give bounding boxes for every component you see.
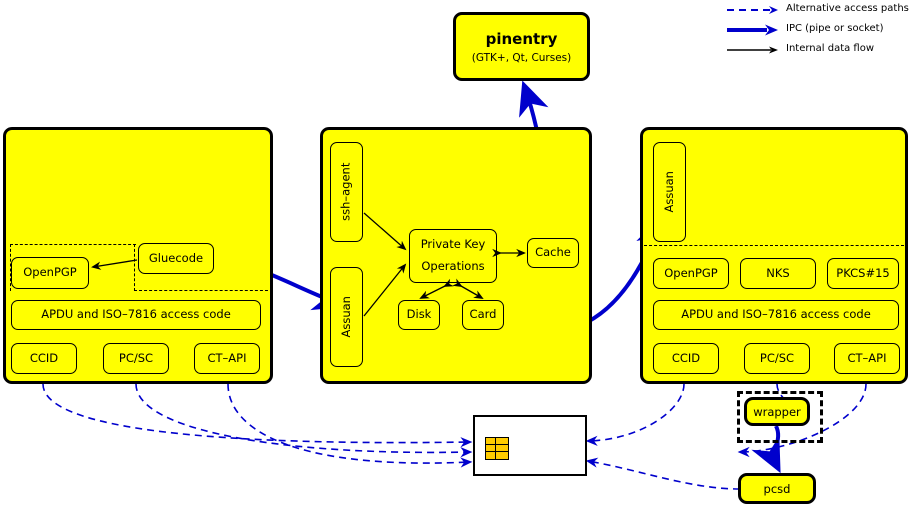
wrapper-box[interactable]: wrapper: [744, 397, 810, 426]
legend: Alternative access paths IPC (pipe or so…: [725, 0, 914, 60]
scdaemon-apdu-box[interactable]: APDU and ISO–7816 access code: [653, 300, 899, 330]
legend-row-internal: Internal data flow: [725, 42, 914, 60]
gpgagent-private-key-operations-box[interactable]: Private Key Operations: [409, 229, 497, 283]
scdaemon-driver-ctapi[interactable]: CT–API: [834, 343, 900, 374]
scdaemon-assuan-box[interactable]: Assuan: [653, 142, 686, 242]
legend-label-internal: Internal data flow: [786, 43, 875, 54]
scdaemon-app-nks[interactable]: NKS: [740, 258, 816, 289]
gpg-openpgp-box[interactable]: OpenPGP: [11, 257, 89, 289]
smartcard-chip-icon: [485, 437, 509, 460]
pinentry-box[interactable]: pinentry (GTK+, Qt, Curses): [453, 12, 590, 81]
pcsd-label: pcsd: [763, 481, 791, 496]
gpg-driver-ccid[interactable]: CCID: [11, 343, 77, 374]
legend-label-alt-paths: Alternative access paths: [786, 3, 909, 14]
alt-path-pcsd-to-smartcard: [585, 457, 741, 490]
gpg-gluecode-box[interactable]: Gluecode: [138, 243, 214, 274]
scdaemon-app-openpgp[interactable]: OpenPGP: [653, 258, 729, 289]
legend-row-alt-paths: Alternative access paths: [725, 2, 914, 20]
legend-row-ipc: IPC (pipe or socket): [725, 22, 914, 40]
gpg-apdu-box[interactable]: APDU and ISO–7816 access code: [11, 300, 261, 330]
legend-dashed-blue-icon: [727, 6, 778, 14]
scdaemon-app-pkcs15[interactable]: PKCS#15: [827, 258, 899, 289]
smartcard[interactable]: [473, 415, 587, 476]
gpg-driver-pcsc[interactable]: PC/SC: [103, 343, 169, 374]
alt-path-scdaemon-to-smartcard: [585, 383, 867, 458]
scdaemon-dashed-separator: [644, 245, 904, 246]
wrapper-label: wrapper: [753, 404, 801, 419]
pko-line1: Private Key: [420, 237, 486, 252]
pinentry-subtitle: (GTK+, Qt, Curses): [471, 51, 572, 64]
gpgagent-assuan-label: Assuan: [338, 296, 353, 338]
gpg-dashed-region-left: [10, 244, 136, 291]
legend-thin-black-icon: [727, 46, 778, 54]
pko-line2: Operations: [421, 259, 485, 273]
alt-path-gpg-to-smartcard: [42, 383, 473, 468]
gpgagent-assuan-box[interactable]: Assuan: [330, 267, 363, 367]
pinentry-title: pinentry: [485, 29, 558, 48]
gpgagent-ssh-agent-label: ssh–agent: [338, 162, 353, 222]
gpgagent-disk-box[interactable]: Disk: [398, 300, 440, 330]
pcsd-box[interactable]: pcsd: [738, 473, 816, 504]
gpgagent-cache-box[interactable]: Cache: [527, 238, 579, 268]
scdaemon-driver-pcsc[interactable]: PC/SC: [744, 343, 810, 374]
gpg-driver-ctapi[interactable]: CT–API: [194, 343, 260, 374]
gpgagent-card-box[interactable]: Card: [462, 300, 504, 330]
legend-label-ipc: IPC (pipe or socket): [786, 23, 884, 34]
gpgagent-ssh-agent-box[interactable]: ssh–agent: [330, 142, 363, 242]
legend-thick-blue-icon: [727, 24, 778, 36]
scdaemon-assuan-label: Assuan: [661, 171, 676, 213]
scdaemon-driver-ccid[interactable]: CCID: [653, 343, 719, 374]
